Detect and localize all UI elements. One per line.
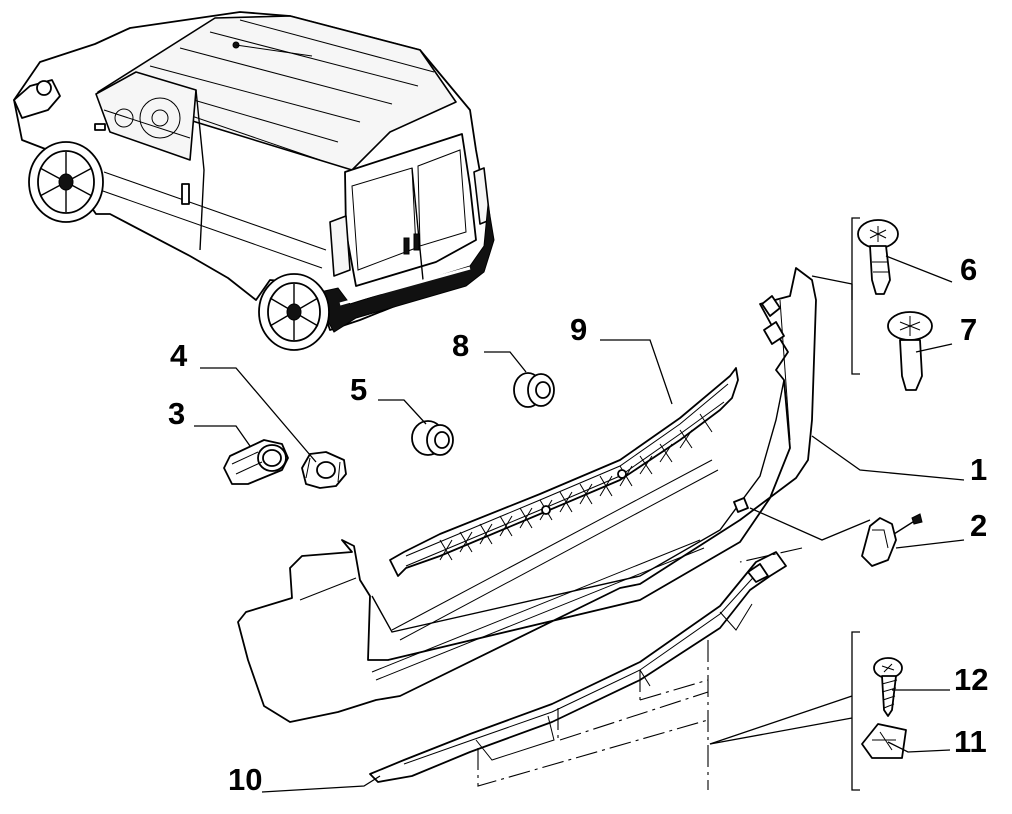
label-12: 12: [954, 662, 988, 697]
label-9: 9: [570, 312, 587, 347]
part-2-tow-eye-cover: [861, 513, 923, 567]
part-12-screw: [873, 657, 903, 717]
part-5-sensor-grommet: [411, 420, 454, 456]
part-1-rear-bumper-cover: [237, 267, 817, 723]
part-7-screw: [887, 311, 933, 391]
label-10: 10: [228, 762, 262, 797]
callout-labels: 1 2 3 4 5 6 7 8 9 10 11 12: [168, 252, 988, 797]
assembly-dash-lines: [477, 547, 803, 790]
label-2: 2: [970, 508, 987, 543]
part-3-parking-sensor: [223, 439, 289, 485]
van-illustration: [13, 11, 495, 351]
part-4-sensor-bracket: [301, 451, 347, 489]
label-7: 7: [960, 312, 977, 347]
part-8-sensor-grommet: [513, 372, 555, 408]
part-9-bumper-reinforcement: [389, 367, 739, 577]
van-front-wheel: [28, 141, 104, 223]
label-1: 1: [970, 452, 987, 487]
van-rear-wheel: [258, 273, 330, 351]
part-11-clip-nut: [861, 723, 907, 759]
part-6-screw: [857, 219, 899, 295]
label-4: 4: [170, 338, 188, 373]
label-5: 5: [350, 372, 367, 407]
label-8: 8: [452, 328, 469, 363]
part-10-lower-spoiler: [369, 551, 787, 783]
label-11: 11: [954, 724, 987, 759]
label-6: 6: [960, 252, 977, 287]
bracket-fasteners-11-12: [851, 631, 860, 791]
label-3: 3: [168, 396, 185, 431]
bracket-screws-6-7: [851, 217, 860, 375]
leader-lines: [194, 255, 965, 793]
